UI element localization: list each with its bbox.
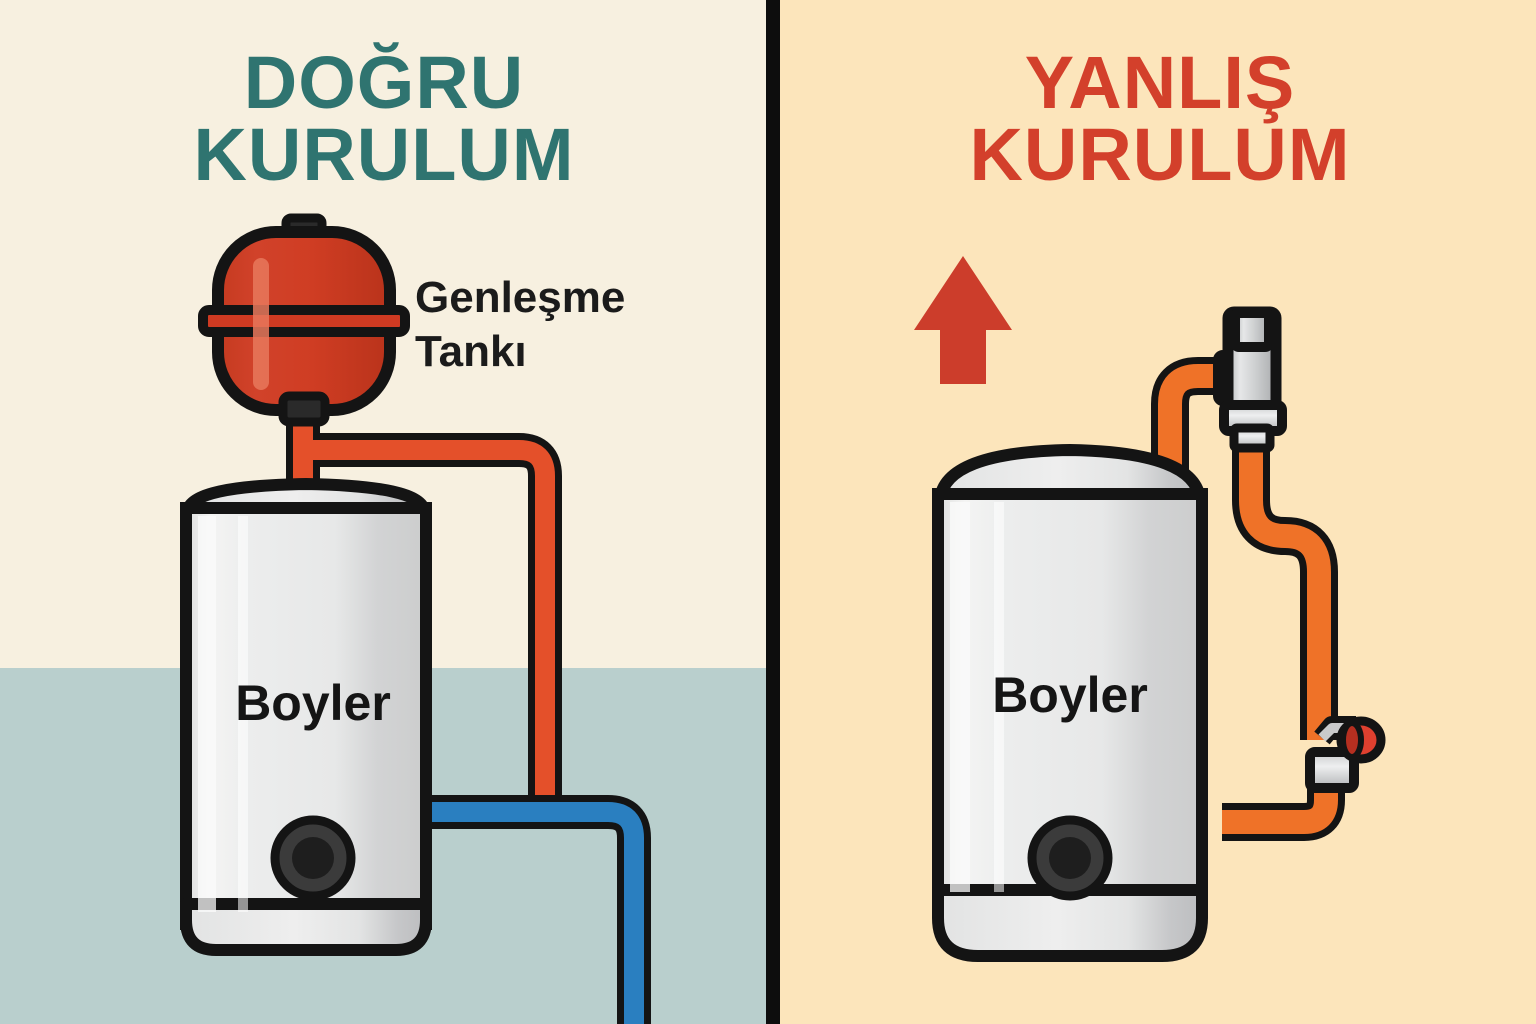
left-title-line1: DOĞRU [244, 41, 524, 124]
air-vent-valve-icon[interactable] [1213, 306, 1287, 453]
inspection-port-icon [270, 815, 356, 901]
left-boiler-label: Boyler [235, 675, 391, 731]
right-title-line2: KURULUM [969, 113, 1350, 196]
pipe-return-right [1222, 788, 1345, 841]
cold-pipe-left [424, 795, 651, 1024]
right-boiler-label: Boyler [992, 667, 1148, 723]
right-title-line1: YANLIŞ [1025, 41, 1296, 124]
left-panel: DOĞRU KURULUM [0, 0, 768, 1024]
panel-divider [766, 0, 780, 1024]
pipe-top-right [1151, 357, 1234, 474]
inspection-port-icon-right [1027, 815, 1113, 901]
left-title-line2: KURULUM [193, 113, 574, 196]
right-panel: YANLIŞ KURULUM [780, 0, 1536, 1024]
expansion-tank-icon [198, 213, 410, 427]
expansion-tank-label-line1: Genleşme [415, 273, 625, 322]
drain-valve-icon[interactable] [1305, 716, 1386, 793]
boiler-tank-icon: Boyler [180, 478, 432, 956]
boiler-tank-icon-right: Boyler [932, 444, 1208, 962]
arrow-up-icon [914, 256, 1012, 384]
expansion-tank-label-line2: Tankı [415, 327, 527, 376]
pipe-descending-right [1232, 420, 1338, 740]
